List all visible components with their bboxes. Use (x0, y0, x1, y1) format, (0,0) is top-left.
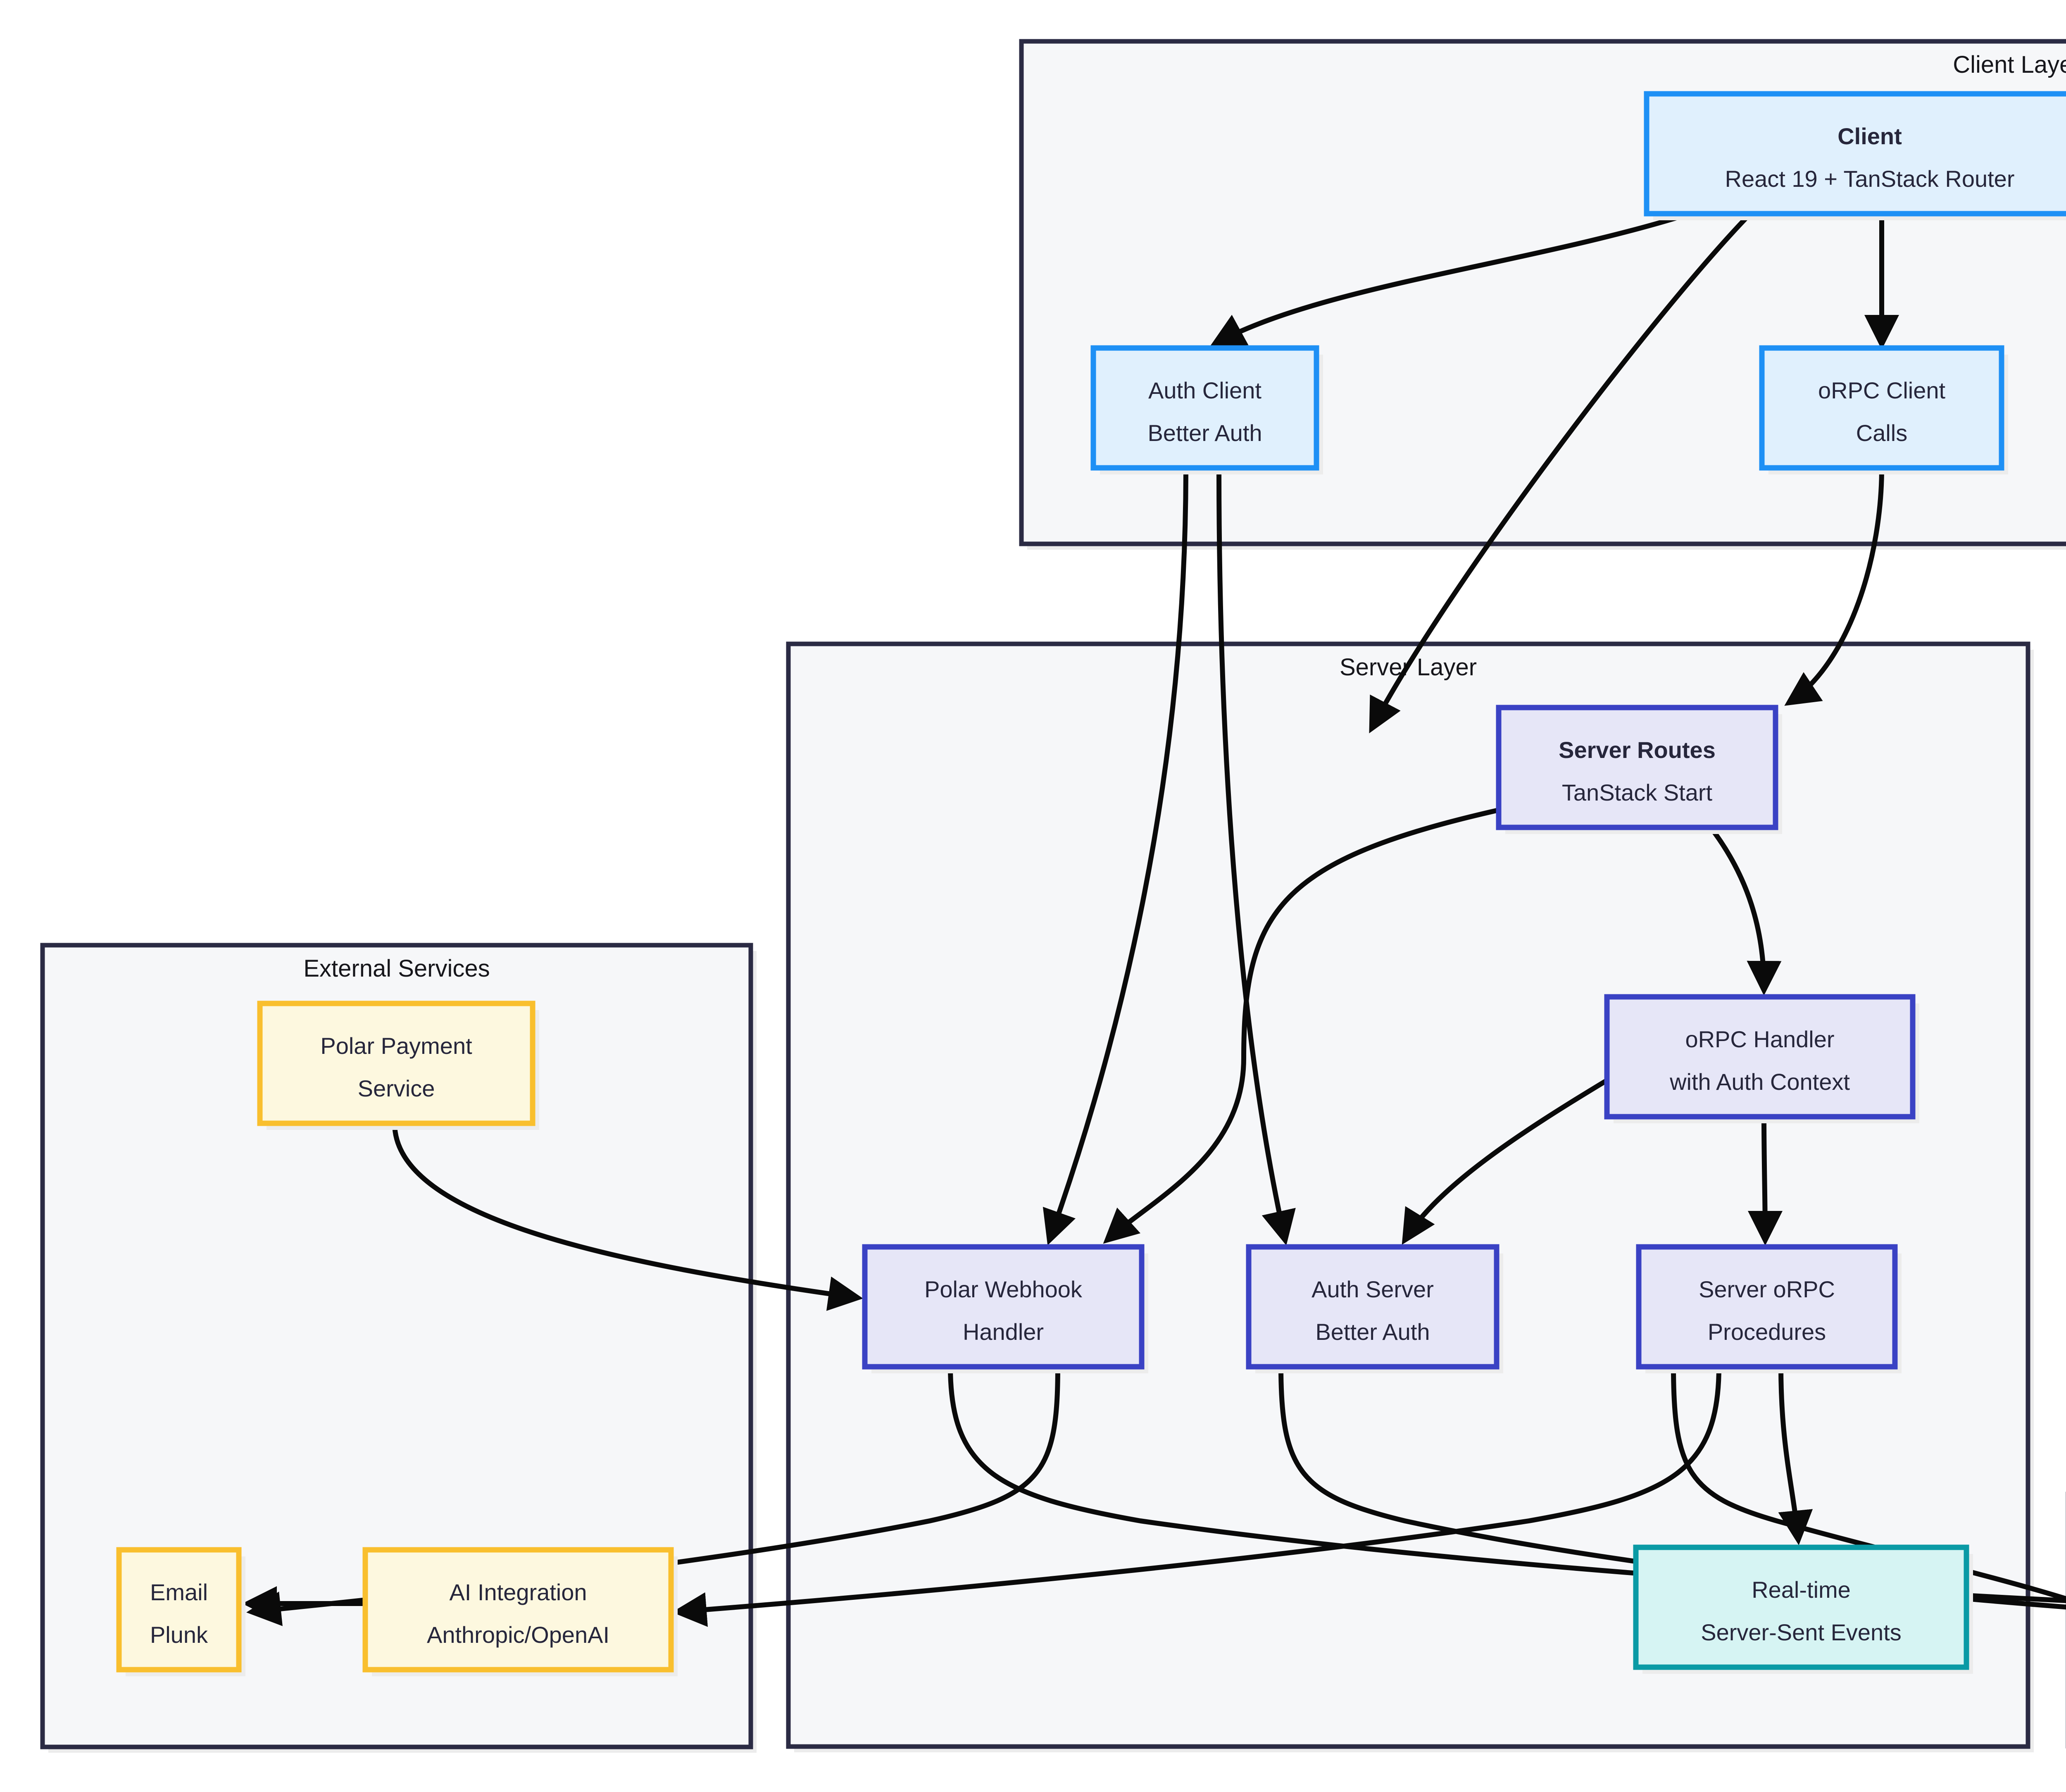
node-label-line: Auth Client (1148, 377, 1261, 403)
node-label-line: Email (150, 1579, 208, 1605)
node-label-line: Calls (1856, 420, 1907, 446)
node-orpc-handler[interactable]: oRPC Handler with Auth Context (1604, 994, 1919, 1123)
edge-polar-payment-polar-webhook (392, 1123, 863, 1311)
edge-orpc-handler-auth-server (1402, 1078, 1609, 1245)
node-label-line: oRPC Client (1818, 377, 1946, 403)
node-label-line: Real-time (1752, 1577, 1851, 1603)
node-label-line: oRPC Handler (1685, 1026, 1834, 1052)
edge-client-auth-client (1209, 211, 1691, 347)
cluster-label-external-services: External Services (303, 955, 490, 982)
edge-client-server-routes (1369, 212, 1752, 734)
edge-orpc-handler-server-orpc (1747, 1116, 1783, 1246)
node-label-line: Server Routes (1559, 737, 1716, 763)
edge-auth-client-polar-webhook (1043, 467, 1188, 1246)
node-label-line: Anthropic/OpenAI (427, 1622, 609, 1648)
edge-server-routes-polar-webhook (1103, 808, 1500, 1244)
node-label-line: Auth Server (1311, 1276, 1434, 1302)
edge-server-routes-orpc-handler (1709, 826, 1782, 996)
node-label-line: Handler (963, 1319, 1044, 1345)
edge-group (242, 211, 2066, 1627)
edge-server-orpc-ai-integration (672, 1366, 1721, 1627)
node-label-line: Server oRPC (1699, 1276, 1835, 1302)
node-label-line: Plunk (150, 1622, 208, 1648)
node-label-line: Procedures (1708, 1319, 1826, 1345)
edge-server-orpc-realtime (1778, 1366, 1813, 1545)
node-label-line: with Auth Context (1669, 1069, 1850, 1095)
node-label-line: AI Integration (449, 1579, 587, 1605)
node-label-line: Service (358, 1075, 435, 1101)
node-label-line: TanStack Start (1562, 779, 1713, 805)
node-label-line: Server-Sent Events (1701, 1619, 1902, 1645)
edge-orpc-client-server-routes (1784, 467, 1884, 706)
node-label-line: Better Auth (1147, 420, 1262, 446)
node-label-line: React 19 + TanStack Router (1725, 166, 2015, 192)
node-server-orpc[interactable]: Server oRPC Procedures (1636, 1244, 1902, 1373)
edge-auth-server-database (1278, 1366, 2066, 1610)
node-label-line: Polar Webhook (924, 1276, 1083, 1302)
cluster-label-client-layer: Client Layer (1953, 51, 2066, 78)
edge-auth-client-auth-server (1216, 467, 1296, 1246)
node-label-line: Client (1838, 123, 1902, 149)
node-label-line: Polar Payment (320, 1033, 472, 1059)
node-label-line: Better Auth (1315, 1319, 1430, 1345)
